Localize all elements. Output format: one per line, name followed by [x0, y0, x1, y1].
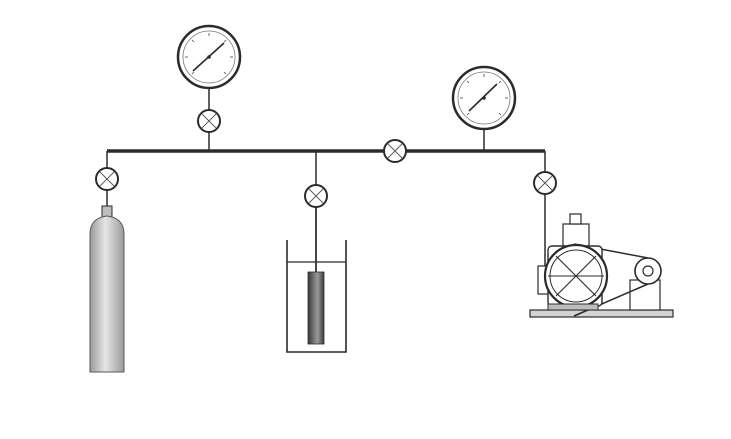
valve-icon [533, 171, 557, 195]
valve-icon [197, 109, 221, 133]
pump-base-plate [529, 309, 674, 318]
valve-icon [383, 139, 407, 163]
gas-cylinder-icon [89, 205, 125, 373]
gauge-ticks [460, 74, 508, 116]
pump-foot [547, 303, 599, 311]
bath-container [286, 240, 347, 353]
gauge-face [182, 30, 236, 84]
vacuum-pump-icon [529, 213, 674, 318]
pump-top-housing [562, 223, 590, 247]
cylinder-body [89, 215, 125, 373]
gauge-face [457, 71, 511, 125]
valve-icon [304, 184, 328, 208]
sample-tube-in-bath-icon [286, 207, 347, 353]
pump-top-cap [569, 213, 582, 225]
sample-tube [307, 271, 325, 345]
cylinder-valve-cap [101, 205, 113, 218]
gauge-ticks [185, 33, 233, 75]
pressure-gauge-left-icon [176, 24, 242, 90]
valve-icon [95, 167, 119, 191]
pressure-gauge-right-icon [451, 65, 517, 131]
